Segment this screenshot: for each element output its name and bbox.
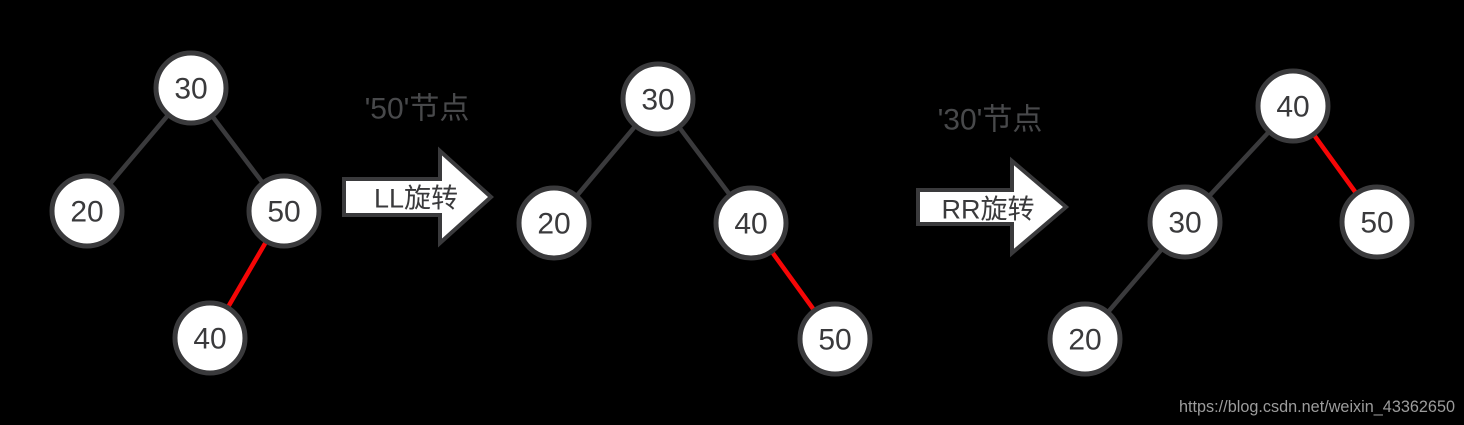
node-value: 20 [1068, 324, 1101, 357]
node-circle [246, 173, 322, 249]
tree-node-40: 40 [713, 185, 789, 261]
arrow-shape [342, 146, 494, 248]
node-value: 40 [734, 208, 767, 241]
tree-after-ll-rotation: 30 20 40 50 [516, 61, 873, 377]
tree-node-30: 30 [153, 50, 229, 126]
tree-after-rr-rotation: 40 30 50 20 [1047, 68, 1415, 377]
node-value: 50 [267, 196, 300, 229]
node-circle [1047, 301, 1123, 377]
node-value: 50 [818, 324, 851, 357]
node-circle [172, 300, 248, 376]
tree-node-30: 30 [620, 61, 696, 137]
arrow-label: RR旋转 [942, 194, 1035, 224]
trees-layer: 30 20 50 40 30 20 40 50 40 30 50 20 [49, 50, 1415, 377]
node-value: 20 [537, 208, 570, 241]
node-circle [1255, 68, 1331, 144]
node-value: 30 [1168, 207, 1201, 240]
ll-rotation-arrow: LL旋转 '50'节点 [342, 93, 494, 248]
node-circle [153, 50, 229, 126]
node-value: 50 [1360, 207, 1393, 240]
node-circle [1339, 184, 1415, 260]
tree-node-20: 20 [516, 185, 592, 261]
tree-node-30: 30 [1147, 184, 1223, 260]
node-circle [49, 173, 125, 249]
node-value: 30 [174, 73, 207, 106]
arrow-label: LL旋转 [374, 183, 458, 213]
watermark: https://blog.csdn.net/weixin_43362650 [1179, 397, 1455, 416]
node-circle [620, 61, 696, 137]
node-value: 40 [193, 323, 226, 356]
rr-rotation-arrow: RR旋转 '30'节点 [916, 104, 1070, 258]
node-circle [1147, 184, 1223, 260]
tree-node-40: 40 [172, 300, 248, 376]
arrow-annotation: '50'节点 [365, 93, 470, 126]
tree-node-50: 50 [1339, 184, 1415, 260]
node-value: 20 [70, 196, 103, 229]
tree-node-50: 50 [797, 301, 873, 377]
node-circle [713, 185, 789, 261]
arrow-shape [916, 156, 1070, 258]
tree-node-20: 20 [49, 173, 125, 249]
tree-node-40: 40 [1255, 68, 1331, 144]
node-value: 40 [1276, 91, 1309, 124]
node-circle [797, 301, 873, 377]
tree-before-ll-rotation: 30 20 50 40 [49, 50, 322, 376]
arrow-annotation: '30'节点 [938, 104, 1043, 137]
node-value: 30 [641, 84, 674, 117]
arrows-layer: LL旋转 '50'节点 RR旋转 '30'节点 [342, 93, 1070, 258]
node-circle [516, 185, 592, 261]
tree-node-50: 50 [246, 173, 322, 249]
tree-node-20: 20 [1047, 301, 1123, 377]
